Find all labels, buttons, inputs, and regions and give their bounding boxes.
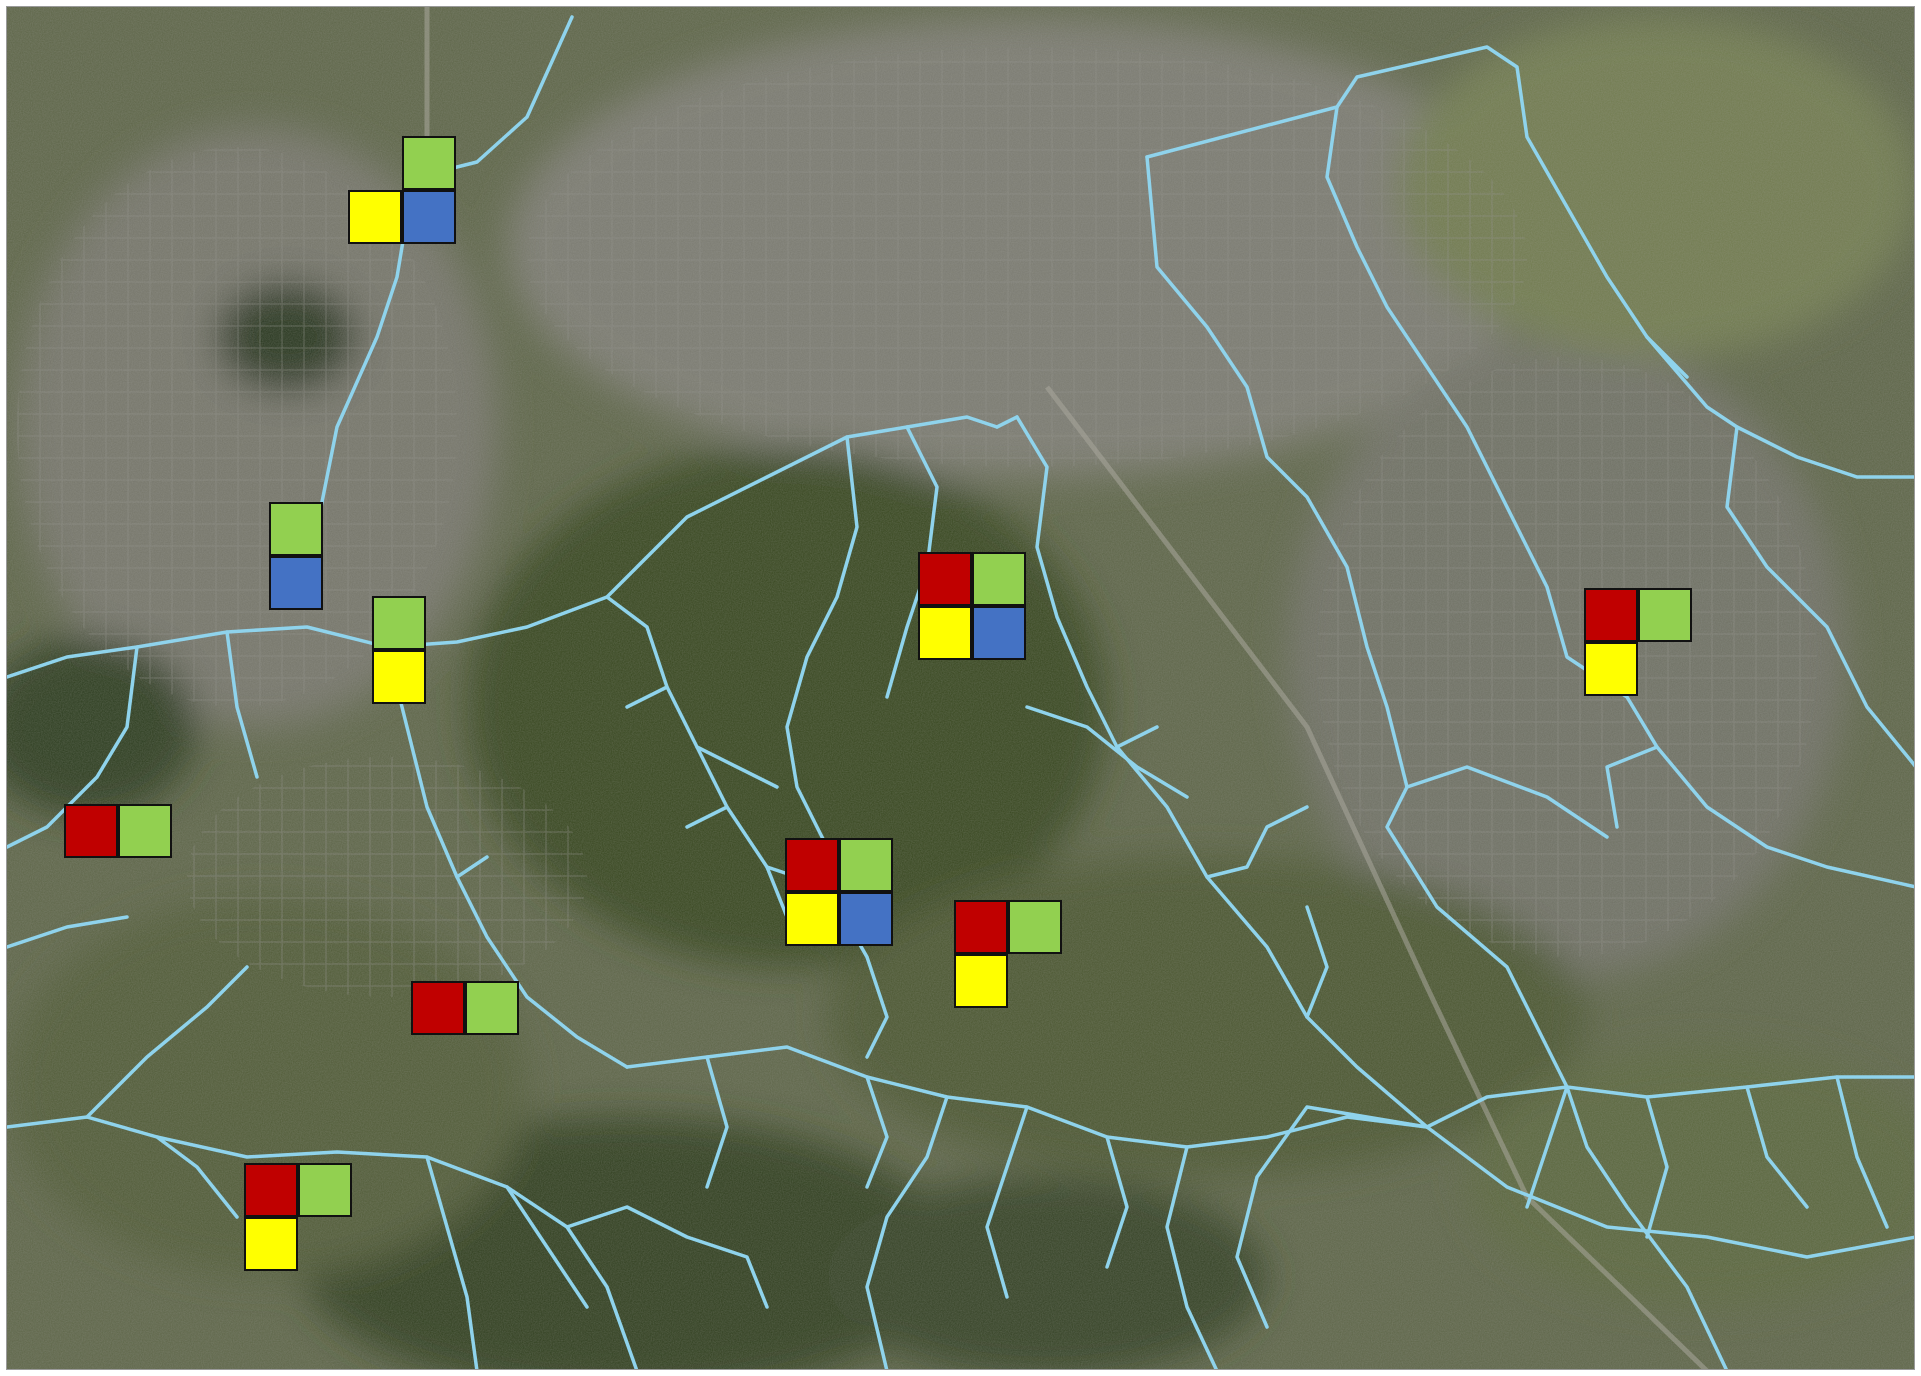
site-marker-site-6[interactable] xyxy=(64,804,172,912)
marker-cell xyxy=(372,650,426,704)
site-marker-site-9[interactable] xyxy=(411,981,519,1089)
marker-cell xyxy=(411,981,465,1035)
marker-cell xyxy=(465,981,519,1035)
site-marker-site-1[interactable] xyxy=(348,136,456,244)
site-marker-site-10[interactable] xyxy=(244,1163,352,1271)
marker-cell xyxy=(1584,588,1638,642)
marker-cell xyxy=(785,838,839,892)
marker-cell xyxy=(954,900,1008,954)
marker-cell xyxy=(269,502,323,556)
marker-cell xyxy=(972,606,1026,660)
marker-cell xyxy=(839,838,893,892)
marker-cell xyxy=(298,1163,352,1217)
stream-network xyxy=(7,15,1914,1369)
marker-cell xyxy=(785,892,839,946)
marker-cell xyxy=(64,804,118,858)
map-viewport[interactable] xyxy=(6,6,1915,1370)
site-marker-site-7[interactable] xyxy=(785,838,893,946)
marker-cell xyxy=(118,804,172,858)
marker-cell xyxy=(918,552,972,606)
satellite-basemap xyxy=(7,7,1914,1369)
marker-cell xyxy=(244,1163,298,1217)
marker-cell xyxy=(372,596,426,650)
marker-cell xyxy=(269,556,323,610)
site-marker-site-3[interactable] xyxy=(372,596,480,704)
marker-cell xyxy=(1584,642,1638,696)
site-marker-site-4[interactable] xyxy=(918,552,1026,660)
site-marker-site-2[interactable] xyxy=(269,502,377,610)
marker-cell xyxy=(1638,588,1692,642)
site-marker-site-5[interactable] xyxy=(1584,588,1692,696)
marker-cell xyxy=(839,892,893,946)
marker-cell xyxy=(402,190,456,244)
marker-cell xyxy=(348,190,402,244)
marker-cell xyxy=(1008,900,1062,954)
marker-cell xyxy=(954,954,1008,1008)
site-marker-site-8[interactable] xyxy=(954,900,1062,1008)
marker-cell xyxy=(972,552,1026,606)
marker-cell xyxy=(244,1217,298,1271)
marker-cell xyxy=(918,606,972,660)
marker-cell xyxy=(402,136,456,190)
